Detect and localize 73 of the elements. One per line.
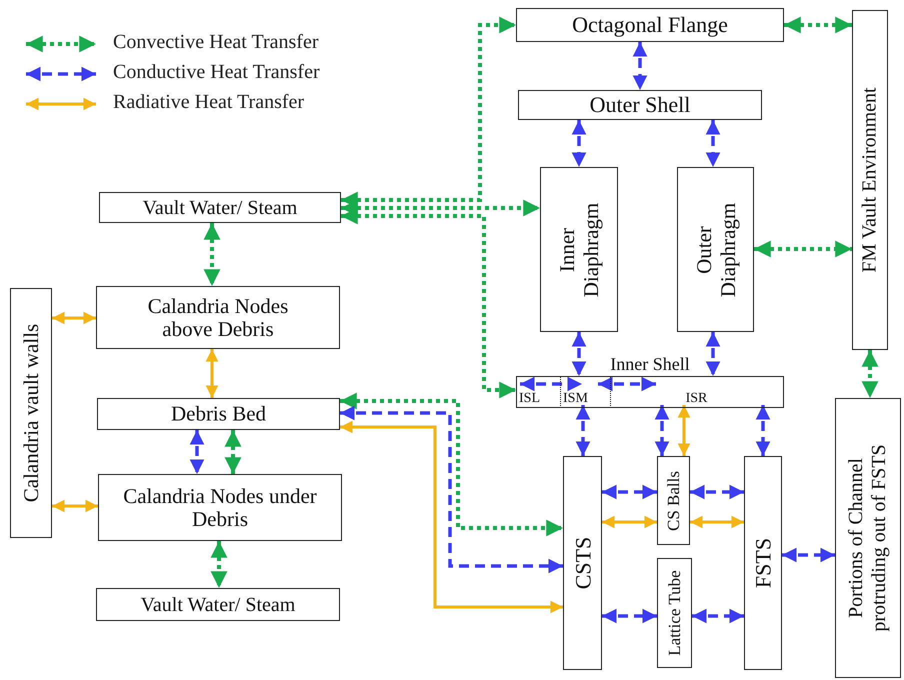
heat-transfer-arrow [692,608,744,624]
compartment-box [517,377,561,406]
process-box [96,588,340,621]
process-box [10,288,52,538]
node-label: FM Vault Environment [858,86,882,275]
node-label: Lattice Tube [664,569,684,658]
node-label: Calandria vault walls [18,322,44,504]
node-label: Vault Water/ Steam [140,594,296,616]
heat-transfer-arrow [862,350,878,398]
node-label: ISR [684,390,708,406]
heat-transfer-arrow [706,332,720,376]
heat-transfer-arrow [602,516,657,528]
heat-transfer-arrow [341,208,516,398]
process-box [852,10,888,350]
process-box [540,167,618,332]
legend-text: Conductive Heat Transfer [113,61,320,84]
heat-transfer-arrow [52,312,96,324]
heat-transfer-arrow [210,541,228,588]
heat-transfer-arrow [632,42,648,90]
node-label: CS Balls [664,470,684,532]
node-label: Inner Diaphragm [554,201,604,299]
heat-transfer-arrow [602,484,657,500]
heat-transfer-arrow [784,16,852,34]
node-label: Outer Shell [588,92,692,118]
heat-transfer-arrow [782,548,835,562]
legend-text: Convective Heat Transfer [113,31,319,54]
heat-transfer-arrow [341,200,540,216]
node-label: Outer Diaphragm [691,201,740,299]
process-box [99,192,341,223]
heat-transfer-arrow [572,332,586,376]
node-label: ISM [563,390,589,406]
process-box [518,90,762,120]
process-box [657,456,690,545]
process-box [677,167,754,332]
heat-transfer-arrow [572,120,586,167]
heat-transfer-arrow [690,484,744,500]
node-label: FSTS [750,536,776,590]
heat-transfer-arrow [598,376,656,392]
heat-transfer-arrow [204,223,220,286]
heat-transfer-arrow [340,420,563,614]
legend-text: Radiative Heat Transfer [113,91,304,114]
node-label: Calandria Nodes under Debris [123,484,317,531]
process-box [96,286,340,349]
node-label: Calandria Nodes above Debris [146,294,290,341]
heat-transfer-arrow [706,120,720,167]
heat-transfer-arrow [754,240,852,258]
heat-transfer-arrow [206,349,218,398]
node-label: Portions of Channel protruding out of FSTS [845,443,891,634]
node-label: Octagonal Flange [571,12,729,38]
process-box [97,398,340,430]
process-box [657,558,692,668]
node-label: Debris Bed [170,402,268,426]
process-box [563,456,602,670]
node-label: CSTS [570,536,596,592]
heat-transfer-arrow [224,430,242,474]
heat-transfer-arrow [520,376,582,392]
process-box [835,398,901,678]
heat-transfer-arrow [654,405,670,456]
heat-transfer-arrow [340,392,563,536]
heat-transfer-arrow [190,430,204,474]
node-label: Vault Water/ Steam [142,196,298,218]
process-box [744,456,782,670]
node-label: ISL [519,390,541,406]
heat-transfer-arrow [576,405,590,456]
process-box [98,474,342,541]
heat-transfer-arrow [690,516,744,528]
compartment-box [561,377,611,406]
heat-transfer-arrow [678,405,690,456]
heat-transfer-arrow [52,500,98,512]
heat-transfer-arrow [756,405,770,456]
process-box [516,8,784,42]
heat-transfer-arrow [340,406,563,574]
heat-transfer-arrow [602,608,657,624]
